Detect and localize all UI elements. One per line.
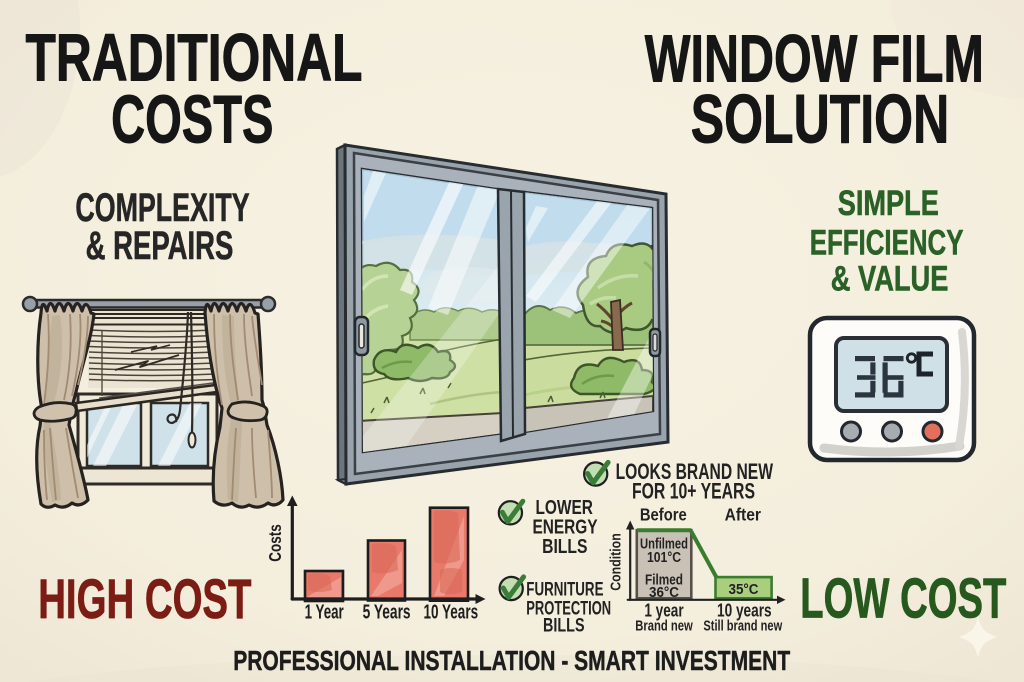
- svg-text:LOW COST: LOW COST: [800, 567, 1006, 630]
- svg-text:BILLS: BILLS: [543, 616, 585, 637]
- svg-text:& REPAIRS: & REPAIRS: [86, 224, 234, 268]
- svg-text:Costs: Costs: [265, 524, 285, 562]
- svg-text:ENERGY: ENERGY: [532, 515, 597, 538]
- svg-text:Filmed: Filmed: [645, 573, 683, 589]
- svg-text:WINDOW FILM: WINDOW FILM: [645, 21, 984, 96]
- svg-text:10 Years: 10 Years: [424, 601, 479, 623]
- svg-text:& VALUE: & VALUE: [831, 260, 949, 299]
- svg-text:PROTECTION: PROTECTION: [526, 598, 611, 619]
- svg-text:10 years: 10 years: [717, 601, 772, 621]
- svg-text:PROFESSIONAL INSTALLATION - SM: PROFESSIONAL INSTALLATION - SMART INVEST…: [233, 645, 790, 676]
- svg-text:EFFICIENCY: EFFICIENCY: [810, 223, 964, 262]
- svg-text:101°C: 101°C: [647, 550, 681, 566]
- svg-text:Condition: Condition: [609, 533, 625, 591]
- svg-text:Before: Before: [640, 505, 687, 525]
- svg-text:LOOKS BRAND NEW: LOOKS BRAND NEW: [616, 459, 774, 484]
- svg-text:HIGH COST: HIGH COST: [38, 567, 251, 630]
- svg-text:BILLS: BILLS: [542, 535, 587, 558]
- svg-text:FURNITURE: FURNITURE: [526, 579, 603, 600]
- svg-text:Unfilmed: Unfilmed: [640, 536, 688, 552]
- svg-text:SIMPLE: SIMPLE: [838, 184, 939, 223]
- svg-text:TRADITIONAL: TRADITIONAL: [26, 22, 363, 96]
- svg-text:36°C: 36°C: [649, 585, 679, 601]
- svg-text:Brand new: Brand new: [635, 618, 693, 635]
- svg-text:5 Years: 5 Years: [363, 601, 411, 623]
- svg-text:35°C: 35°C: [729, 582, 759, 598]
- svg-text:FOR 10+ YEARS: FOR 10+ YEARS: [632, 478, 755, 503]
- svg-text:SOLUTION: SOLUTION: [691, 80, 949, 157]
- svg-text:LOWER: LOWER: [535, 496, 593, 519]
- svg-text:COSTS: COSTS: [111, 81, 273, 157]
- svg-text:1 Year: 1 Year: [305, 601, 344, 623]
- svg-text:1 year: 1 year: [644, 601, 683, 621]
- svg-text:Still brand new: Still brand new: [703, 618, 782, 635]
- svg-text:After: After: [725, 505, 762, 525]
- svg-text:COMPLEXITY: COMPLEXITY: [75, 186, 250, 230]
